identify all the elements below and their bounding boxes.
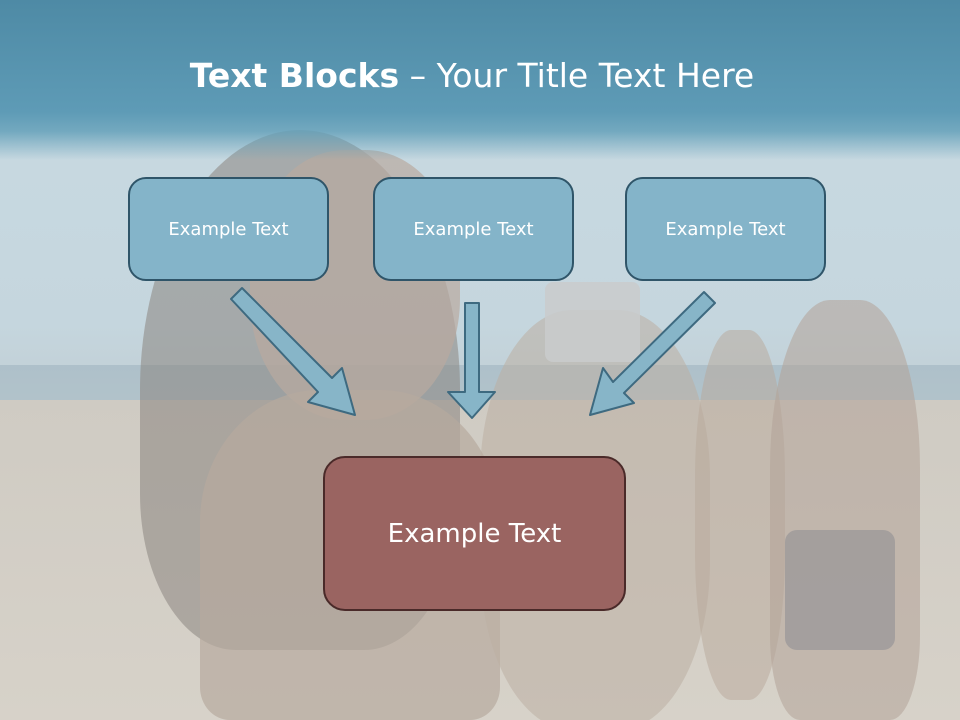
- target-block[interactable]: Example Text: [323, 456, 626, 611]
- slide-title[interactable]: Text Blocks – Your Title Text Here: [0, 54, 944, 98]
- title-bold: Text Blocks: [189, 56, 400, 95]
- camera-icon: [545, 282, 640, 362]
- arrow-right: [589, 291, 716, 416]
- arrow-left: [230, 287, 356, 416]
- title-band: [0, 0, 960, 160]
- text-block-2[interactable]: Example Text: [373, 177, 574, 281]
- photo-man: [770, 300, 920, 720]
- text-block-1-label: Example Text: [168, 218, 289, 240]
- text-block-1[interactable]: Example Text: [128, 177, 329, 281]
- text-block-2-label: Example Text: [413, 218, 534, 240]
- text-block-3-label: Example Text: [665, 218, 786, 240]
- title-separator: –: [399, 56, 437, 95]
- arrow-center: [447, 302, 496, 419]
- photo-man-shorts: [785, 530, 895, 650]
- text-block-3[interactable]: Example Text: [625, 177, 826, 281]
- target-block-label: Example Text: [387, 518, 562, 549]
- title-regular: Your Title Text Here: [436, 56, 755, 95]
